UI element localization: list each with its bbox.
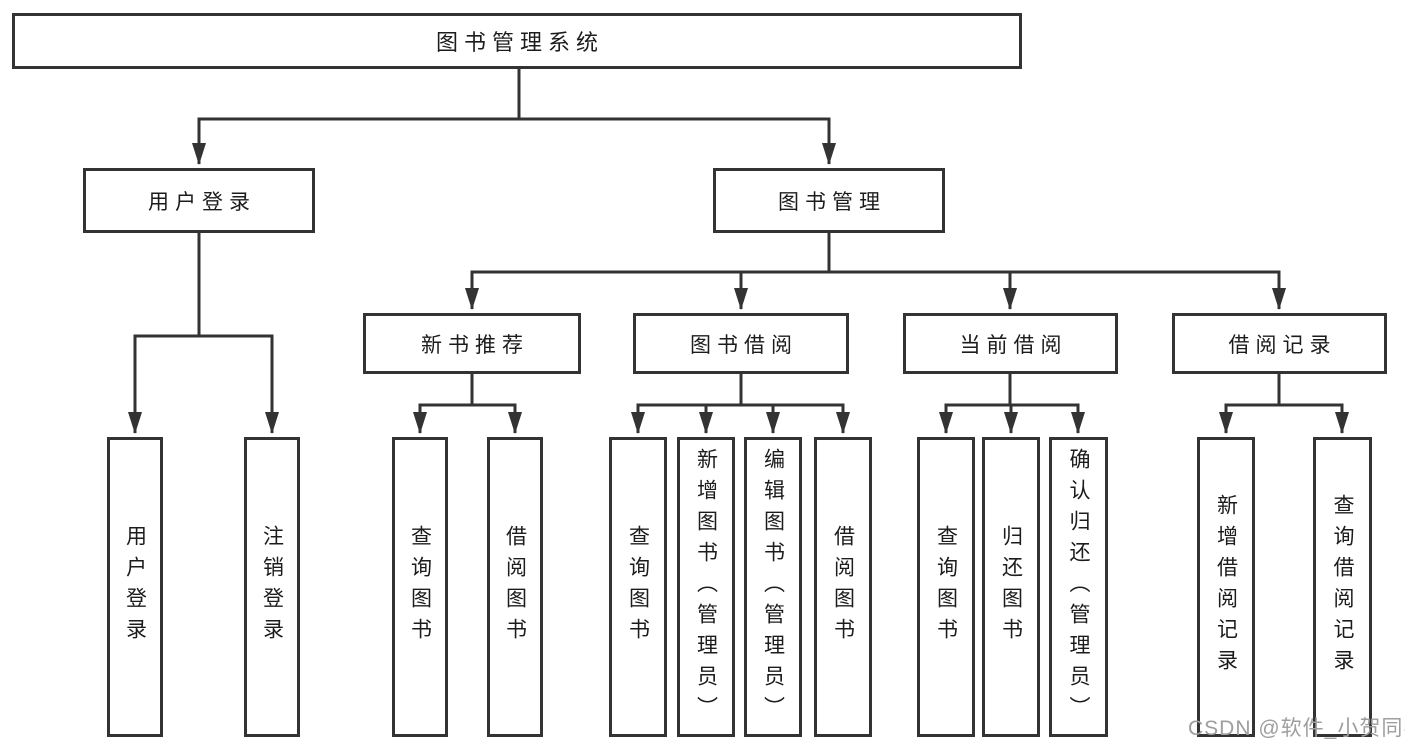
leaf-query-books-borrow: 查询图书 [609, 437, 667, 737]
node-book-borrow: 图书借阅 [633, 313, 849, 374]
leaf-query-borrow-record: 查询借阅记录 [1313, 437, 1372, 737]
node-user-login-branch: 用户登录 [83, 168, 315, 233]
node-borrow-records: 借阅记录 [1172, 313, 1387, 374]
leaf-logout: 注销登录 [244, 437, 300, 737]
leaf-query-books-recommend: 查询图书 [392, 437, 448, 737]
leaf-borrow-books: 借阅图书 [814, 437, 872, 737]
leaf-query-books-current: 查询图书 [917, 437, 975, 737]
leaf-return-book: 归还图书 [982, 437, 1040, 737]
node-new-book-recommend: 新书推荐 [363, 313, 581, 374]
tree-edges [128, 69, 1349, 434]
leaf-add-book-admin: 新增图书（管理员） [677, 437, 735, 737]
node-library-management-system: 图书管理系统 [12, 13, 1022, 69]
csdn-watermark: CSDN @软件_小贺同学 [1188, 717, 1405, 740]
node-book-management-branch: 图书管理 [713, 168, 945, 233]
leaf-borrow-books-recommend: 借阅图书 [487, 437, 543, 737]
node-current-borrow: 当前借阅 [903, 313, 1118, 374]
leaf-add-borrow-record: 新增借阅记录 [1197, 437, 1255, 737]
leaf-edit-book-admin: 编辑图书（管理员） [744, 437, 802, 737]
leaf-user-login: 用户登录 [107, 437, 163, 737]
leaf-confirm-return-admin: 确认归还（管理员） [1049, 437, 1108, 737]
